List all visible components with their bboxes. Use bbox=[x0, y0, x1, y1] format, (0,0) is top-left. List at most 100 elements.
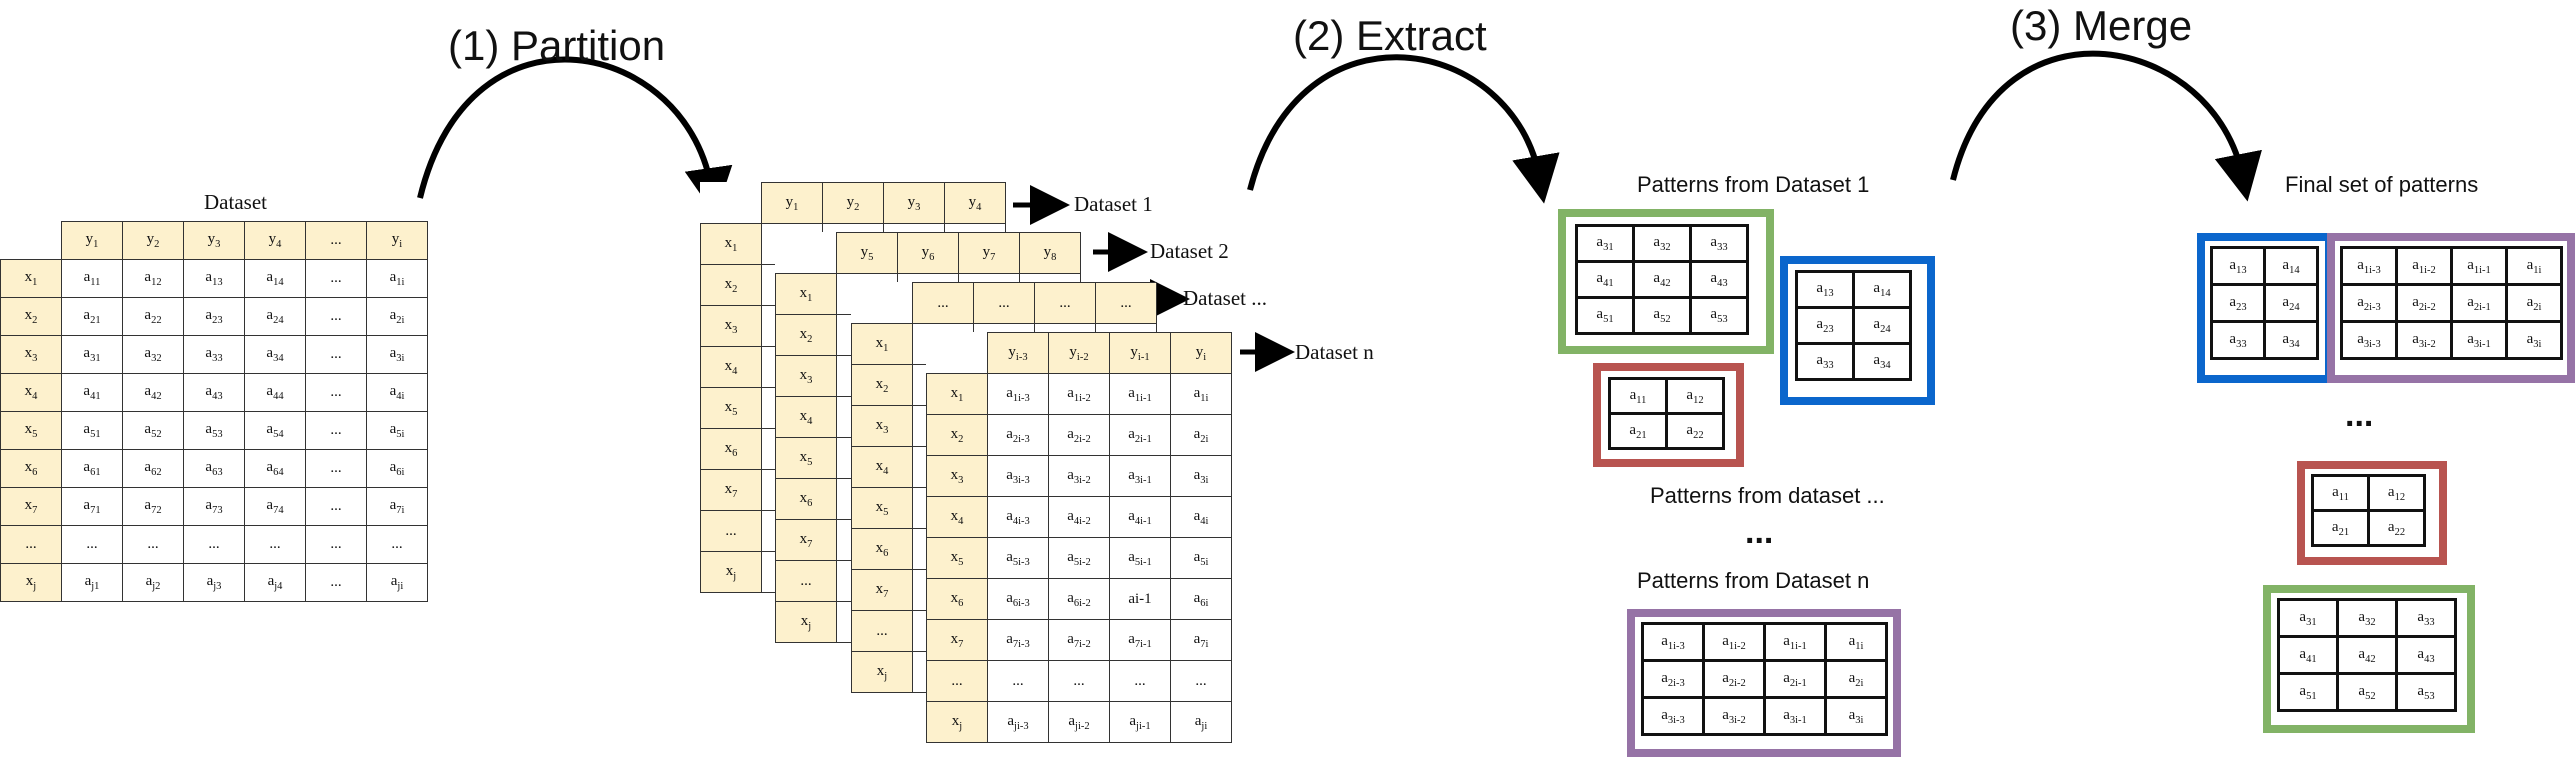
column-header: yi-3 bbox=[987, 332, 1049, 374]
data-cell: a3i-3 bbox=[987, 455, 1049, 497]
data-cell: a14 bbox=[244, 259, 306, 298]
pattern-cell: a33 bbox=[1689, 224, 1749, 263]
row-header: x7 bbox=[775, 519, 837, 561]
data-cell: ... bbox=[305, 449, 367, 488]
data-cell: a5i bbox=[366, 411, 428, 450]
data-cell: a2i-2 bbox=[1048, 414, 1110, 456]
column-header: ... bbox=[912, 282, 974, 324]
data-cell: a13 bbox=[183, 259, 245, 298]
data-cell: a11 bbox=[61, 259, 123, 298]
row-header: x3 bbox=[700, 305, 762, 347]
pattern-cell: a3i-2 bbox=[1702, 696, 1766, 736]
data-cell: a33 bbox=[183, 335, 245, 374]
data-cell: ... bbox=[122, 525, 184, 564]
data-cell: ... bbox=[61, 525, 123, 564]
data-cell: a21 bbox=[61, 297, 123, 336]
dataset-title: Dataset bbox=[204, 190, 267, 214]
row-header: x3 bbox=[851, 405, 913, 447]
row-header: x2 bbox=[926, 414, 988, 456]
column-header: y5 bbox=[836, 232, 898, 274]
pattern-cell: a32 bbox=[2336, 598, 2398, 638]
pattern-cell: a31 bbox=[2277, 598, 2339, 638]
row-header: x2 bbox=[700, 264, 762, 306]
data-cell: a6i-3 bbox=[987, 578, 1049, 620]
column-header: yi-1 bbox=[1109, 332, 1171, 374]
patterns-dsn-label: Patterns from Dataset n bbox=[1637, 568, 1870, 593]
data-cell: a1i bbox=[1170, 373, 1232, 415]
data-cell: a32 bbox=[122, 335, 184, 374]
row-header: x7 bbox=[851, 569, 913, 611]
step-merge-title: (3) Merge bbox=[2010, 2, 2193, 49]
row-header: x6 bbox=[0, 449, 62, 488]
data-cell: a5i-1 bbox=[1109, 537, 1171, 579]
data-cell: a52 bbox=[122, 411, 184, 450]
pattern-cell: a1i bbox=[1824, 622, 1888, 662]
pattern-cell: a3i-3 bbox=[1641, 696, 1705, 736]
pattern-cell: a52 bbox=[1632, 296, 1692, 335]
row-header: x7 bbox=[0, 487, 62, 526]
data-cell: aji bbox=[1170, 701, 1232, 743]
grid-corner bbox=[852, 283, 913, 324]
data-cell: a2i bbox=[1170, 414, 1232, 456]
pattern-cell: a34 bbox=[2263, 320, 2319, 360]
pattern-cell: a2i-3 bbox=[2340, 283, 2398, 323]
row-header: xj bbox=[775, 601, 837, 643]
column-header: yi-2 bbox=[1048, 332, 1110, 374]
row-header: x6 bbox=[926, 578, 988, 620]
pattern-cell: a33 bbox=[2395, 598, 2457, 638]
pattern-cell: a33 bbox=[1795, 342, 1855, 381]
data-cell: a64 bbox=[244, 449, 306, 488]
data-cell: aji-2 bbox=[1048, 701, 1110, 743]
extract-green-frame bbox=[1558, 209, 1774, 354]
data-cell: aj4 bbox=[244, 563, 306, 602]
data-cell: a72 bbox=[122, 487, 184, 526]
pattern-cell: a3i bbox=[1824, 696, 1888, 736]
column-header: yi bbox=[1170, 332, 1232, 374]
pattern-cell: a12 bbox=[2367, 474, 2426, 512]
column-header: y2 bbox=[822, 182, 884, 224]
data-cell: ... bbox=[987, 660, 1049, 702]
data-cell: a7i-1 bbox=[1109, 619, 1171, 661]
data-cell: a1i-3 bbox=[987, 373, 1049, 415]
final-patterns-label: Final set of patterns bbox=[2285, 172, 2479, 197]
column-header: y2 bbox=[122, 221, 184, 260]
pattern-cell: a13 bbox=[2210, 246, 2266, 286]
data-cell: a23 bbox=[183, 297, 245, 336]
data-cell: a22 bbox=[122, 297, 184, 336]
row-header: x2 bbox=[851, 364, 913, 406]
row-header: xj bbox=[926, 701, 988, 743]
data-cell: a3i bbox=[1170, 455, 1232, 497]
row-header: ... bbox=[775, 560, 837, 602]
pattern-cell: a12 bbox=[1665, 377, 1725, 415]
pattern-cell: a1i-3 bbox=[2340, 246, 2398, 286]
data-cell: a4i bbox=[1170, 496, 1232, 538]
pattern-cell: a41 bbox=[1575, 260, 1635, 299]
row-header: x4 bbox=[700, 346, 762, 388]
table-row: ..................... bbox=[0, 525, 428, 564]
row-header: x3 bbox=[0, 335, 62, 374]
data-cell: a7i-2 bbox=[1048, 619, 1110, 661]
data-cell: a51 bbox=[61, 411, 123, 450]
row-header: x2 bbox=[775, 314, 837, 356]
row-header: x5 bbox=[926, 537, 988, 579]
pattern-cell: a22 bbox=[1665, 412, 1725, 450]
data-cell: a73 bbox=[183, 487, 245, 526]
data-cell: a62 bbox=[122, 449, 184, 488]
row-header: x4 bbox=[851, 446, 913, 488]
row-header: x6 bbox=[700, 428, 762, 470]
pattern-cell: a43 bbox=[2395, 635, 2457, 675]
row-header: x5 bbox=[700, 387, 762, 429]
extract-ellipsis: ... bbox=[1745, 513, 1774, 551]
row-header: x5 bbox=[775, 437, 837, 479]
row-header: x1 bbox=[926, 373, 988, 415]
column-header: y1 bbox=[61, 221, 123, 260]
data-cell: a3i-1 bbox=[1109, 455, 1171, 497]
